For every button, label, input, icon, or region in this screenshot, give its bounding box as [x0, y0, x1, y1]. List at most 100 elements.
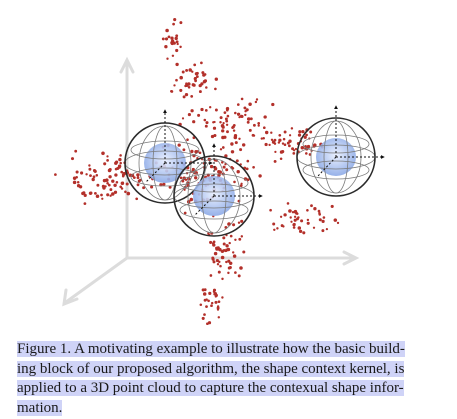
cloud-point — [202, 292, 207, 296]
cloud-point — [303, 135, 307, 139]
cloud-point — [238, 237, 242, 241]
cloud-point — [212, 260, 216, 264]
cloud-point — [313, 207, 317, 211]
axis-vertical-arrow — [119, 56, 135, 74]
cloud-point — [221, 277, 224, 281]
cloud-point — [251, 133, 255, 137]
cloud-point — [203, 288, 207, 292]
cloud-point — [202, 80, 207, 84]
cloud-point — [74, 149, 78, 153]
cloud-point — [221, 296, 224, 299]
caption-line-2: ing block of our proposed algorithm, the… — [17, 360, 438, 380]
cloud-point — [85, 173, 88, 176]
cloud-point — [264, 142, 268, 147]
cloud-point — [288, 139, 292, 143]
cloud-point — [322, 216, 326, 219]
cloud-point — [273, 228, 276, 232]
cloud-point — [227, 271, 230, 275]
cloud-point — [336, 221, 340, 225]
cloud-point — [233, 134, 238, 138]
cloud-point — [172, 41, 176, 45]
cloud-point — [165, 28, 169, 33]
cloud-point — [92, 169, 97, 173]
cloud-point — [170, 36, 174, 40]
cloud-point — [213, 133, 217, 138]
cloud-point — [189, 197, 194, 202]
cloud-point — [80, 171, 84, 175]
cloud-point — [234, 271, 237, 274]
cloud-point — [201, 316, 205, 320]
cloud-point — [306, 209, 309, 212]
cloud-point — [225, 168, 229, 172]
cloud-point — [283, 213, 287, 217]
cloud-point — [185, 83, 189, 87]
cloud-point — [236, 103, 240, 106]
cloud-point — [264, 130, 269, 135]
cloud-point — [277, 141, 281, 144]
cloud-point — [188, 68, 192, 72]
cloud-point — [186, 138, 189, 141]
cloud-point — [114, 161, 118, 165]
cloud-point — [191, 83, 195, 87]
cloud-point — [283, 130, 287, 134]
cloud-point — [240, 182, 243, 185]
cloud-point — [212, 288, 217, 292]
cloud-point — [317, 209, 321, 213]
cloud-point — [72, 180, 77, 185]
cloud-point — [252, 165, 255, 169]
cloud-point — [103, 162, 107, 166]
cloud-point — [245, 167, 249, 171]
cloud-point — [205, 86, 208, 89]
cloud-point — [268, 143, 271, 147]
cloud-point — [168, 185, 172, 189]
cloud-point — [225, 108, 229, 112]
cloud-point — [121, 174, 125, 178]
cloud-point — [209, 274, 213, 277]
cloud-point — [122, 171, 126, 176]
cloud-point — [292, 152, 296, 155]
cloud-point — [166, 57, 169, 60]
cloud-point — [175, 34, 179, 38]
cloud-point — [306, 218, 310, 222]
cloud-point — [240, 97, 244, 101]
shape-context-sphere-right — [296, 105, 385, 197]
cloud-point — [248, 128, 252, 132]
cloud-point — [183, 211, 187, 215]
cloud-point — [234, 238, 237, 242]
cloud-point — [228, 241, 231, 245]
cloud-point — [119, 154, 122, 157]
cloud-point — [213, 251, 218, 256]
cloud-point — [273, 159, 277, 163]
cloud-point — [206, 322, 209, 326]
cloud-point — [300, 145, 305, 150]
cloud-point — [293, 215, 297, 218]
sphere-ring-right-5 — [302, 160, 370, 180]
cloud-point — [254, 100, 258, 104]
cloud-point — [174, 36, 178, 41]
cloud-point — [246, 178, 250, 182]
sphere-outline-right — [296, 117, 376, 197]
cloud-point — [209, 106, 212, 109]
cloud-point — [113, 190, 118, 194]
cloud-point — [246, 159, 250, 163]
cloud-point — [279, 215, 283, 218]
cloud-point — [94, 192, 97, 195]
caption-line-1: Figure 1. A motivating example to illust… — [17, 340, 438, 360]
cloud-point — [239, 148, 243, 152]
cloud-point — [212, 121, 215, 124]
cloud-point — [290, 127, 294, 130]
cloud-point — [173, 84, 176, 87]
cloud-point — [142, 186, 146, 190]
cloud-point — [227, 266, 231, 270]
cloud-point — [232, 223, 236, 227]
cloud-point — [162, 182, 166, 186]
cloud-point — [246, 120, 250, 124]
cloud-point — [232, 251, 235, 254]
cloud-point — [136, 173, 140, 177]
cloud-point — [200, 107, 204, 112]
cloud-point — [262, 136, 265, 140]
cloud-point — [293, 209, 298, 214]
cloud-point — [238, 137, 241, 140]
cloud-point — [309, 130, 313, 134]
cloud-point — [76, 181, 80, 184]
